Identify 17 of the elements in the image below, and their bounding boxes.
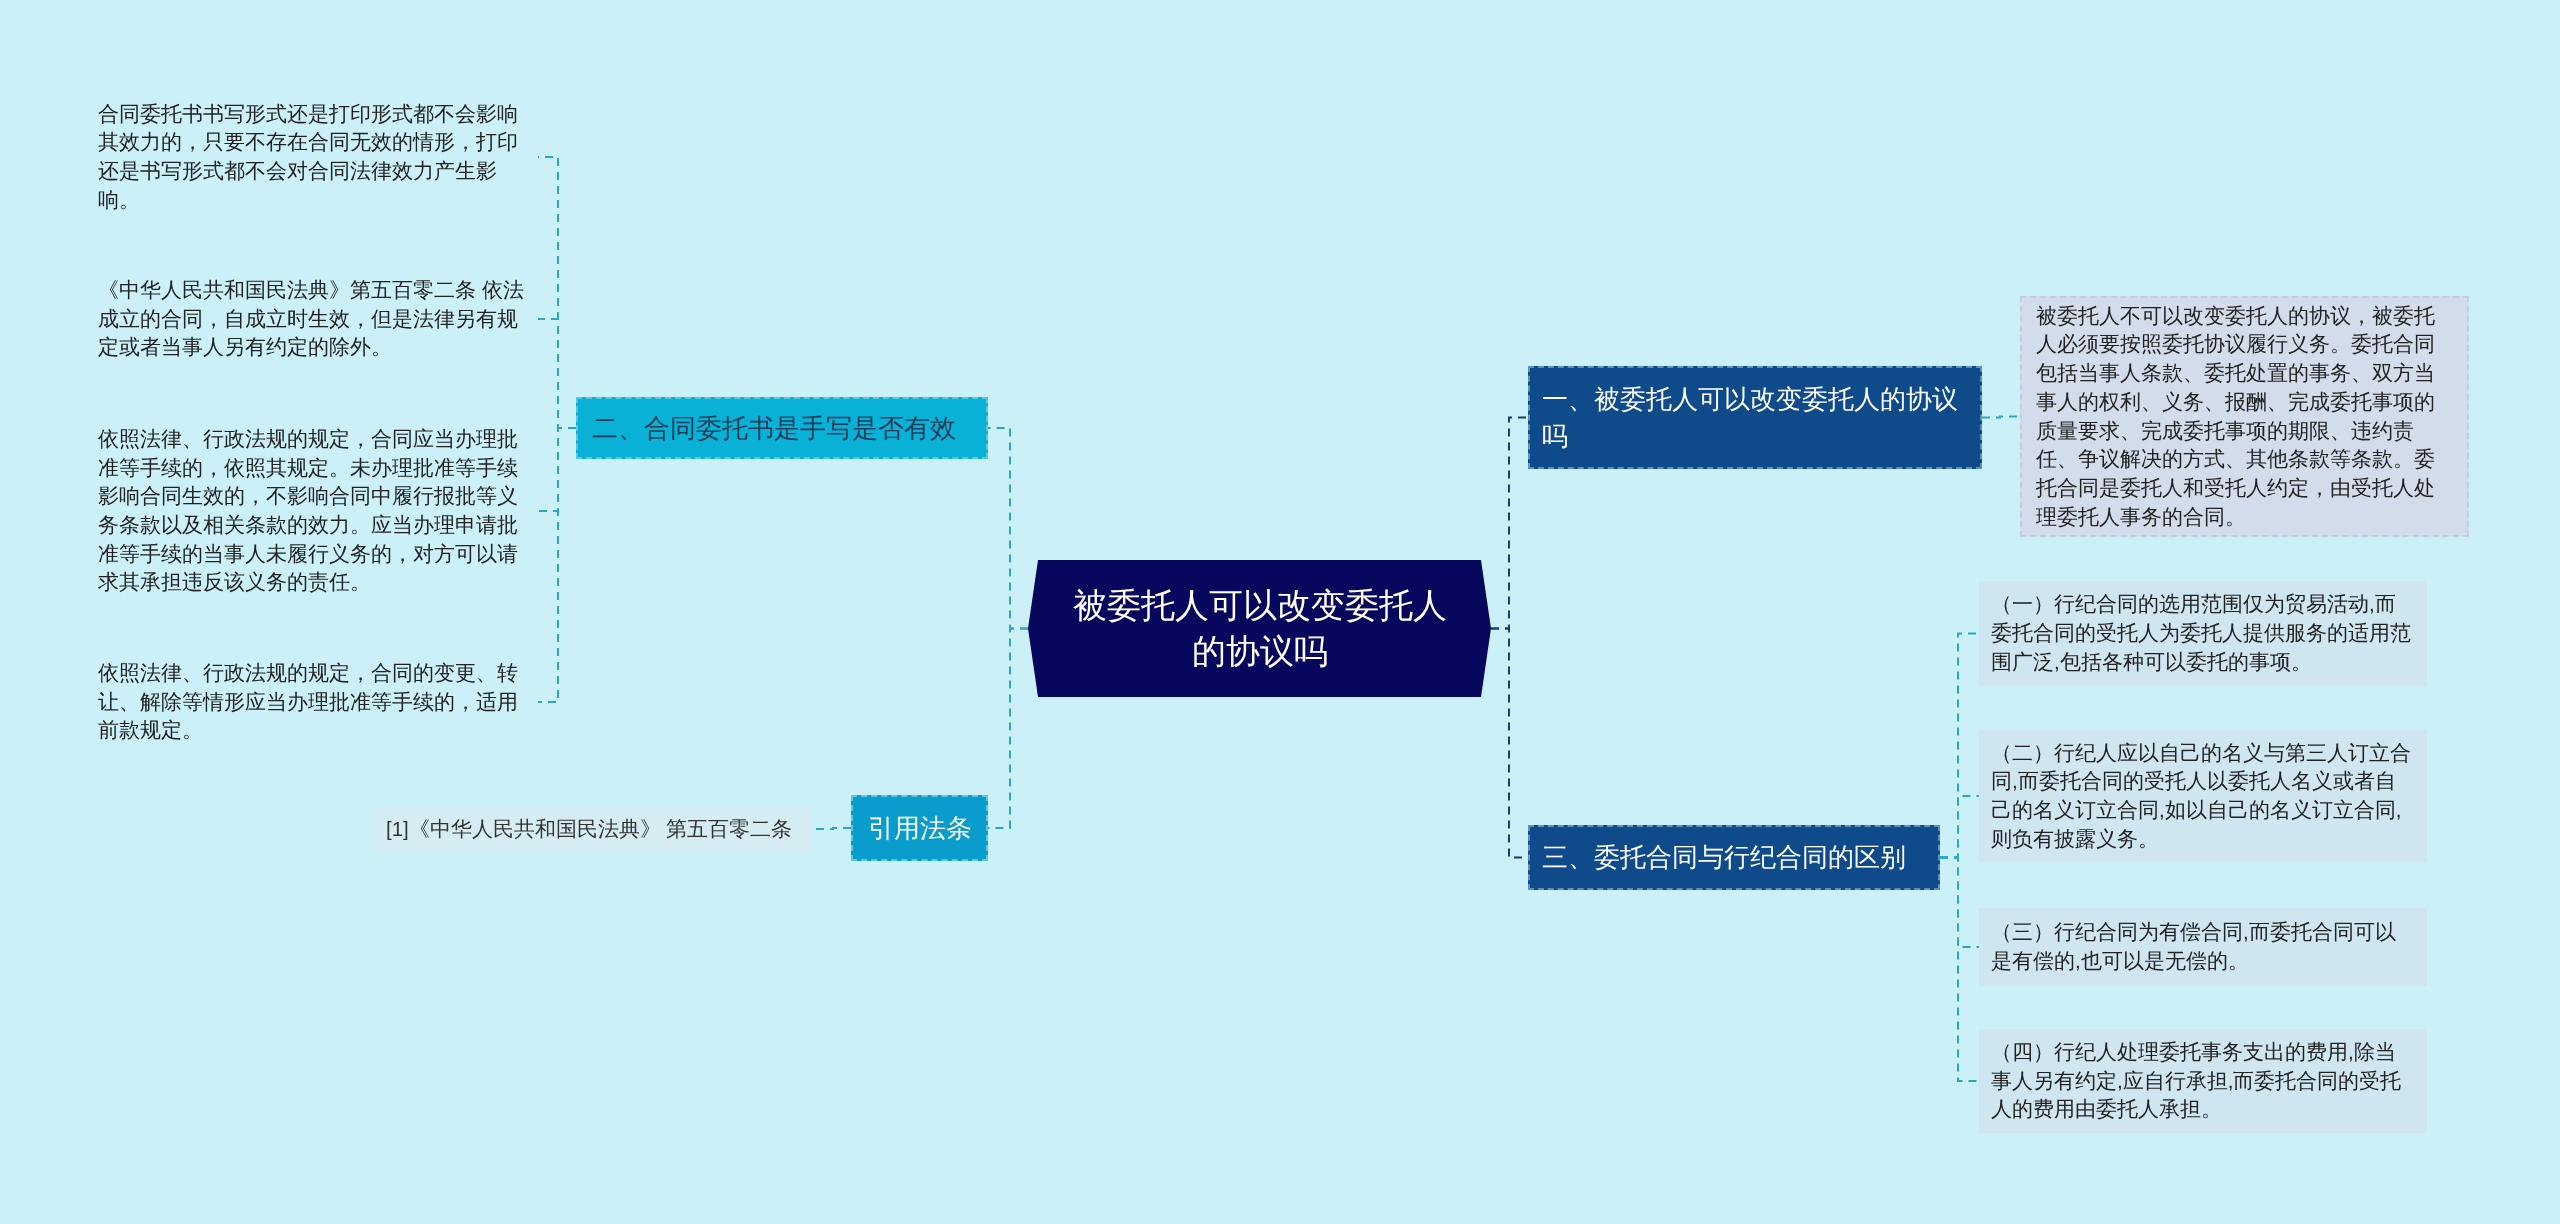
topic-box: 引用法条 <box>851 795 988 861</box>
note-box: （二）行纪人应以自己的名义与第三人订立合同,而委托合同的受托人以委托人名义或者自己的名义订立合同,如以自己的名义订立合同,则负有披露义务。 <box>1979 730 2427 862</box>
connector-line <box>1939 856 1980 1082</box>
note-text: 合同委托书书写形式还是打印形式都不会影响其效力的，只要不存在合同无效的情形，打印还是书写形式都不会对合同法律效力产生影响。 <box>98 101 538 213</box>
note-text: 依照法律、行政法规的规定，合同应当办理批准等手续的，依照其规定。未办理批准等手续影响合同生效的，不影响合同中履行报批等义务条款以及相关条款的效力。应当办理申请批准等手续的当事人未履行义务的，对方可以请求其承担违反该义务的责任。 <box>98 428 538 594</box>
note-box: 被委托人不可以改变委托人的协议，被委托人必须要按照委托协议履行义务。委托合同包括当事人条款、委托处置的事务、双方当事人的权利、义务、报酬、完成委托事项的质量要求、完成委托事项的期限、违约责任、争议解决的方式、其他条款等条款。委托合同是委托人和受托人约定，由受托人处理委托人事务的合同。 <box>2020 296 2469 537</box>
note-text: 《中华人民共和国民法典》第五百零二条 依法成立的合同，自成立时生效，但是法律另有规定或者当事人另有约定的除外。 <box>98 274 538 364</box>
note-box: （一）行纪合同的选用范围仅为贸易活动,而委托合同的受托人为委托人提供服务的适用范围广泛,包括各种可以委托的事项。 <box>1979 581 2427 686</box>
topic-box: 二、合同委托书是手写是否有效 <box>576 397 988 459</box>
central-topic: 被委托人可以改变委托人的协议吗 <box>1028 560 1491 697</box>
note-text: 依照法律、行政法规的规定，合同的变更、转让、解除等情形应当办理批准等手续的，适用前款规定。 <box>98 658 538 746</box>
note-box: （三）行纪合同为有偿合同,而委托合同可以是有偿的,也可以是无偿的。 <box>1979 908 2427 986</box>
topic-box: 三、委托合同与行纪合同的区别 <box>1528 825 1940 890</box>
note-box: （四）行纪人处理委托事务支出的费用,除当事人另有约定,应自行承担,而委托合同的受托人的费用由委托人承担。 <box>1979 1029 2427 1133</box>
reference-box: [1]《中华人民共和国民法典》 第五百零二条 <box>374 807 812 851</box>
topic-box: 一、被委托人可以改变委托人的协议吗 <box>1528 366 1982 469</box>
connector-line <box>537 427 577 703</box>
